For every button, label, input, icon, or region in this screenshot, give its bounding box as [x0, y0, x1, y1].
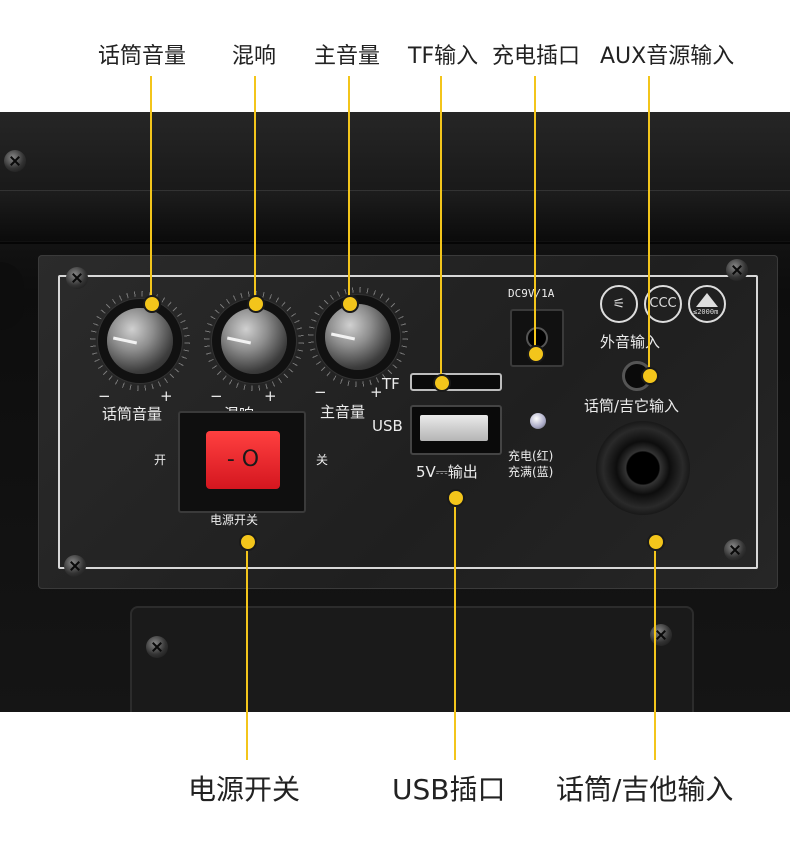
panel-screw-icon	[64, 555, 86, 577]
callout-mic-guitar-input: 话筒/吉他输入	[556, 773, 734, 806]
charge-red-label: 充电(红)	[508, 449, 554, 463]
knob-min-label: −	[98, 387, 111, 405]
callout-line	[348, 76, 350, 302]
dc-rating-label: DC9V/1A	[508, 287, 555, 300]
callout-line	[150, 76, 152, 302]
cover-screw-icon	[146, 636, 168, 658]
cert-mark-icon: ⚟	[600, 285, 638, 323]
callout-line	[648, 76, 650, 374]
speaker-back-panel-photo: − + 话筒音量 − + 混响 − + 主音量 ⚟ CCC ≤2000m DC9…	[0, 112, 790, 712]
usb-output-label: 5V⎓输出	[416, 463, 478, 481]
switch-on-label: 开	[154, 453, 167, 467]
mic-guitar-input-marker	[647, 533, 665, 551]
tf-card-slot[interactable]	[410, 373, 502, 391]
power-switch[interactable]: - O	[206, 431, 280, 489]
speaker-shelf	[0, 190, 790, 241]
callout-line	[440, 76, 442, 382]
side-port	[0, 262, 24, 330]
power-switch-housing: - O	[178, 411, 306, 513]
callout-line	[246, 542, 248, 760]
knob-min-label: −	[210, 387, 223, 405]
mic-volume-knob[interactable]	[107, 308, 173, 374]
knob-max-label: +	[370, 383, 383, 401]
aux-input-label: 外音输入	[600, 333, 661, 351]
callout-mic-volume: 话筒音量	[98, 44, 187, 69]
callout-line	[534, 76, 536, 352]
altitude-mark-icon: ≤2000m	[688, 285, 726, 323]
callout-aux-input: AUX音源输入	[600, 44, 735, 69]
master-volume-knob[interactable]	[325, 304, 391, 370]
callout-tf-input: TF输入	[408, 44, 479, 69]
callout-line	[654, 540, 656, 760]
power-switch-marker	[239, 533, 257, 551]
trim-screw-icon	[4, 150, 26, 172]
power-switch-label: 电源开关	[210, 513, 259, 527]
panel-frame	[58, 275, 758, 569]
knob-max-label: +	[160, 387, 173, 405]
knob-pointer	[330, 332, 356, 341]
callout-line	[454, 496, 456, 760]
knob-pointer	[112, 336, 138, 345]
lower-cover-plate	[130, 606, 694, 712]
aux-input-marker	[641, 367, 659, 385]
knob-pointer	[226, 336, 252, 345]
callout-charge-port: 充电插口	[492, 44, 581, 69]
callout-reverb: 混响	[232, 44, 277, 69]
panel-screw-icon	[726, 259, 748, 281]
knob-max-label: +	[264, 387, 277, 405]
usb-port-marker	[447, 489, 465, 507]
switch-off-label: 关	[316, 453, 329, 467]
charge-port-marker	[527, 345, 545, 363]
ccc-mark-icon: CCC	[644, 285, 682, 323]
panel-screw-icon	[724, 539, 746, 561]
tf-input-marker	[433, 374, 451, 392]
callout-power-switch: 电源开关	[188, 773, 301, 806]
charge-full-blue-label: 充满(蓝)	[508, 465, 554, 479]
callout-master-volume: 主音量	[314, 44, 381, 69]
altitude-label: ≤2000m	[693, 308, 719, 316]
callout-usb-port: USB插口	[392, 773, 506, 806]
master-volume-marker	[341, 295, 359, 313]
mic-volume-marker	[143, 295, 161, 313]
knob-min-label: −	[314, 383, 327, 401]
charge-led	[530, 413, 546, 429]
callout-line	[254, 76, 256, 302]
panel-screw-icon	[66, 267, 88, 289]
usb-label: USB	[372, 417, 403, 435]
master-volume-knob-label: 主音量	[320, 403, 366, 421]
tf-label: TF	[382, 375, 400, 393]
mic-volume-knob-label: 话筒音量	[102, 405, 163, 423]
reverb-marker	[247, 295, 265, 313]
usb-port[interactable]	[410, 405, 502, 455]
reverb-knob[interactable]	[221, 308, 287, 374]
mic-guitar-input-label: 话筒/吉它输入	[584, 397, 680, 415]
mic-guitar-jack[interactable]	[596, 421, 690, 515]
